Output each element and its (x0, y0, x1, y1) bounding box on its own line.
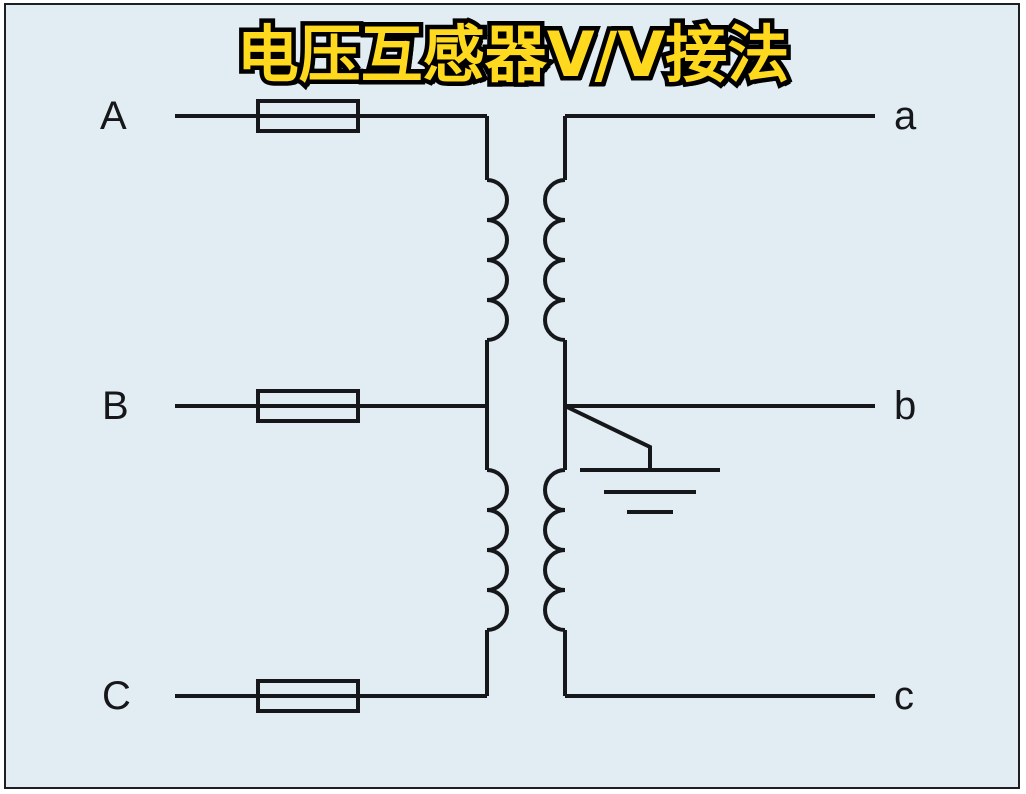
winding-primary-lower (486, 468, 509, 632)
winding-secondary-lower (543, 468, 566, 632)
terminal-label-a: a (894, 94, 917, 138)
diagram-canvas (4, 3, 1020, 789)
terminal-label-c: c (894, 674, 914, 718)
winding-secondary-upper (543, 178, 566, 342)
terminal-label-b: b (894, 384, 917, 428)
terminal-label-C: C (102, 674, 131, 718)
winding-primary-upper (486, 178, 509, 342)
terminal-label-A: A (100, 94, 127, 138)
ground-lead (564, 404, 652, 470)
terminal-label-B: B (102, 384, 129, 428)
